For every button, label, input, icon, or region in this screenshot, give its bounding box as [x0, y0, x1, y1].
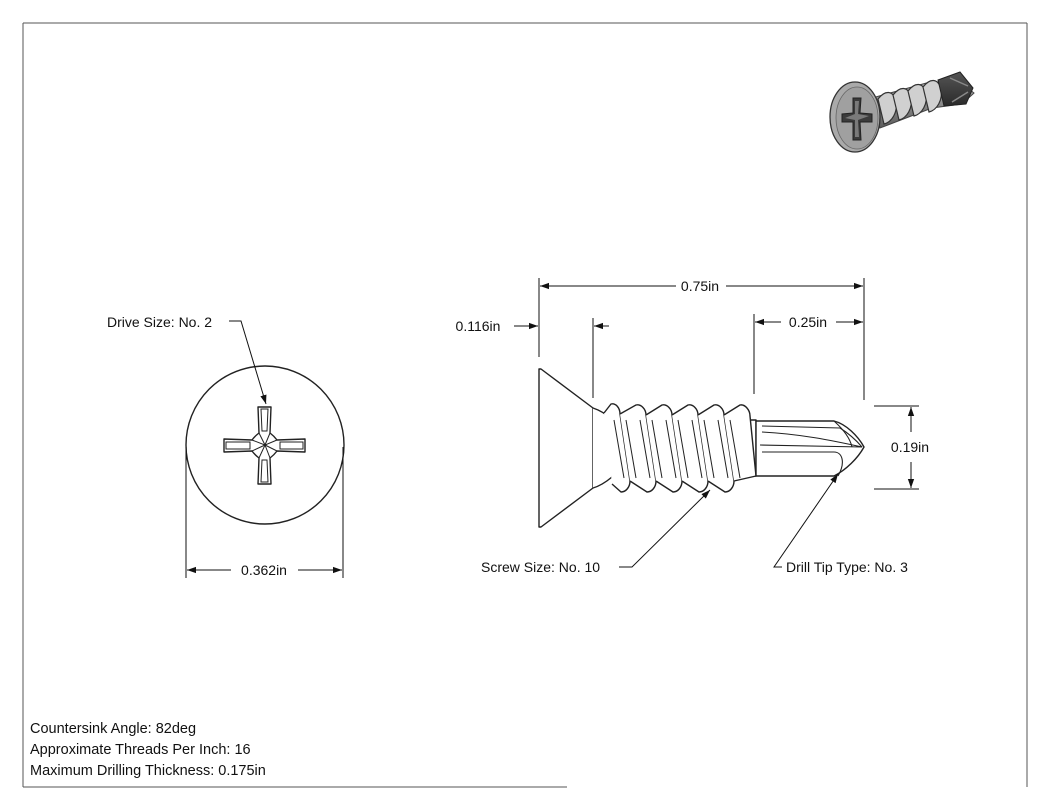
drill-tip-length-label: 0.25in	[789, 314, 827, 330]
dim-head-height: 0.116in	[456, 318, 609, 398]
drive-size-label: Drive Size: No. 2	[107, 314, 212, 330]
callout-drive-size: Drive Size: No. 2	[107, 314, 267, 405]
note-threads-per-inch: Approximate Threads Per Inch: 16	[30, 742, 251, 758]
dim-drill-tip-length: 0.25in	[753, 314, 863, 394]
dim-head-diameter: 0.362in	[185, 447, 344, 578]
callout-screw-size: Screw Size: No. 10	[481, 489, 711, 575]
sheet-border	[22, 22, 1028, 788]
head-top-view	[185, 365, 345, 525]
head-diameter-label: 0.362in	[241, 562, 287, 578]
callout-drill-tip-type: Drill Tip Type: No. 3	[773, 473, 908, 575]
screw-iso-render	[829, 71, 975, 153]
screw-side-view	[538, 368, 865, 528]
dim-overall-length: 0.75in	[538, 278, 865, 400]
thread-crests	[603, 403, 757, 493]
spec-notes: Countersink Angle: 82deg Approximate Thr…	[30, 721, 266, 779]
note-drilling-thickness: Maximum Drilling Thickness: 0.175in	[30, 763, 266, 779]
drill-tip-type-label: Drill Tip Type: No. 3	[786, 559, 908, 575]
overall-length-label: 0.75in	[681, 278, 719, 294]
dim-shank-diameter: 0.19in	[874, 405, 929, 490]
drill-tip	[755, 420, 865, 477]
note-countersink-angle: Countersink Angle: 82deg	[30, 721, 196, 737]
head-height-label: 0.116in	[456, 318, 501, 334]
shank-diameter-label: 0.19in	[891, 439, 929, 455]
screw-size-label: Screw Size: No. 10	[481, 559, 600, 575]
